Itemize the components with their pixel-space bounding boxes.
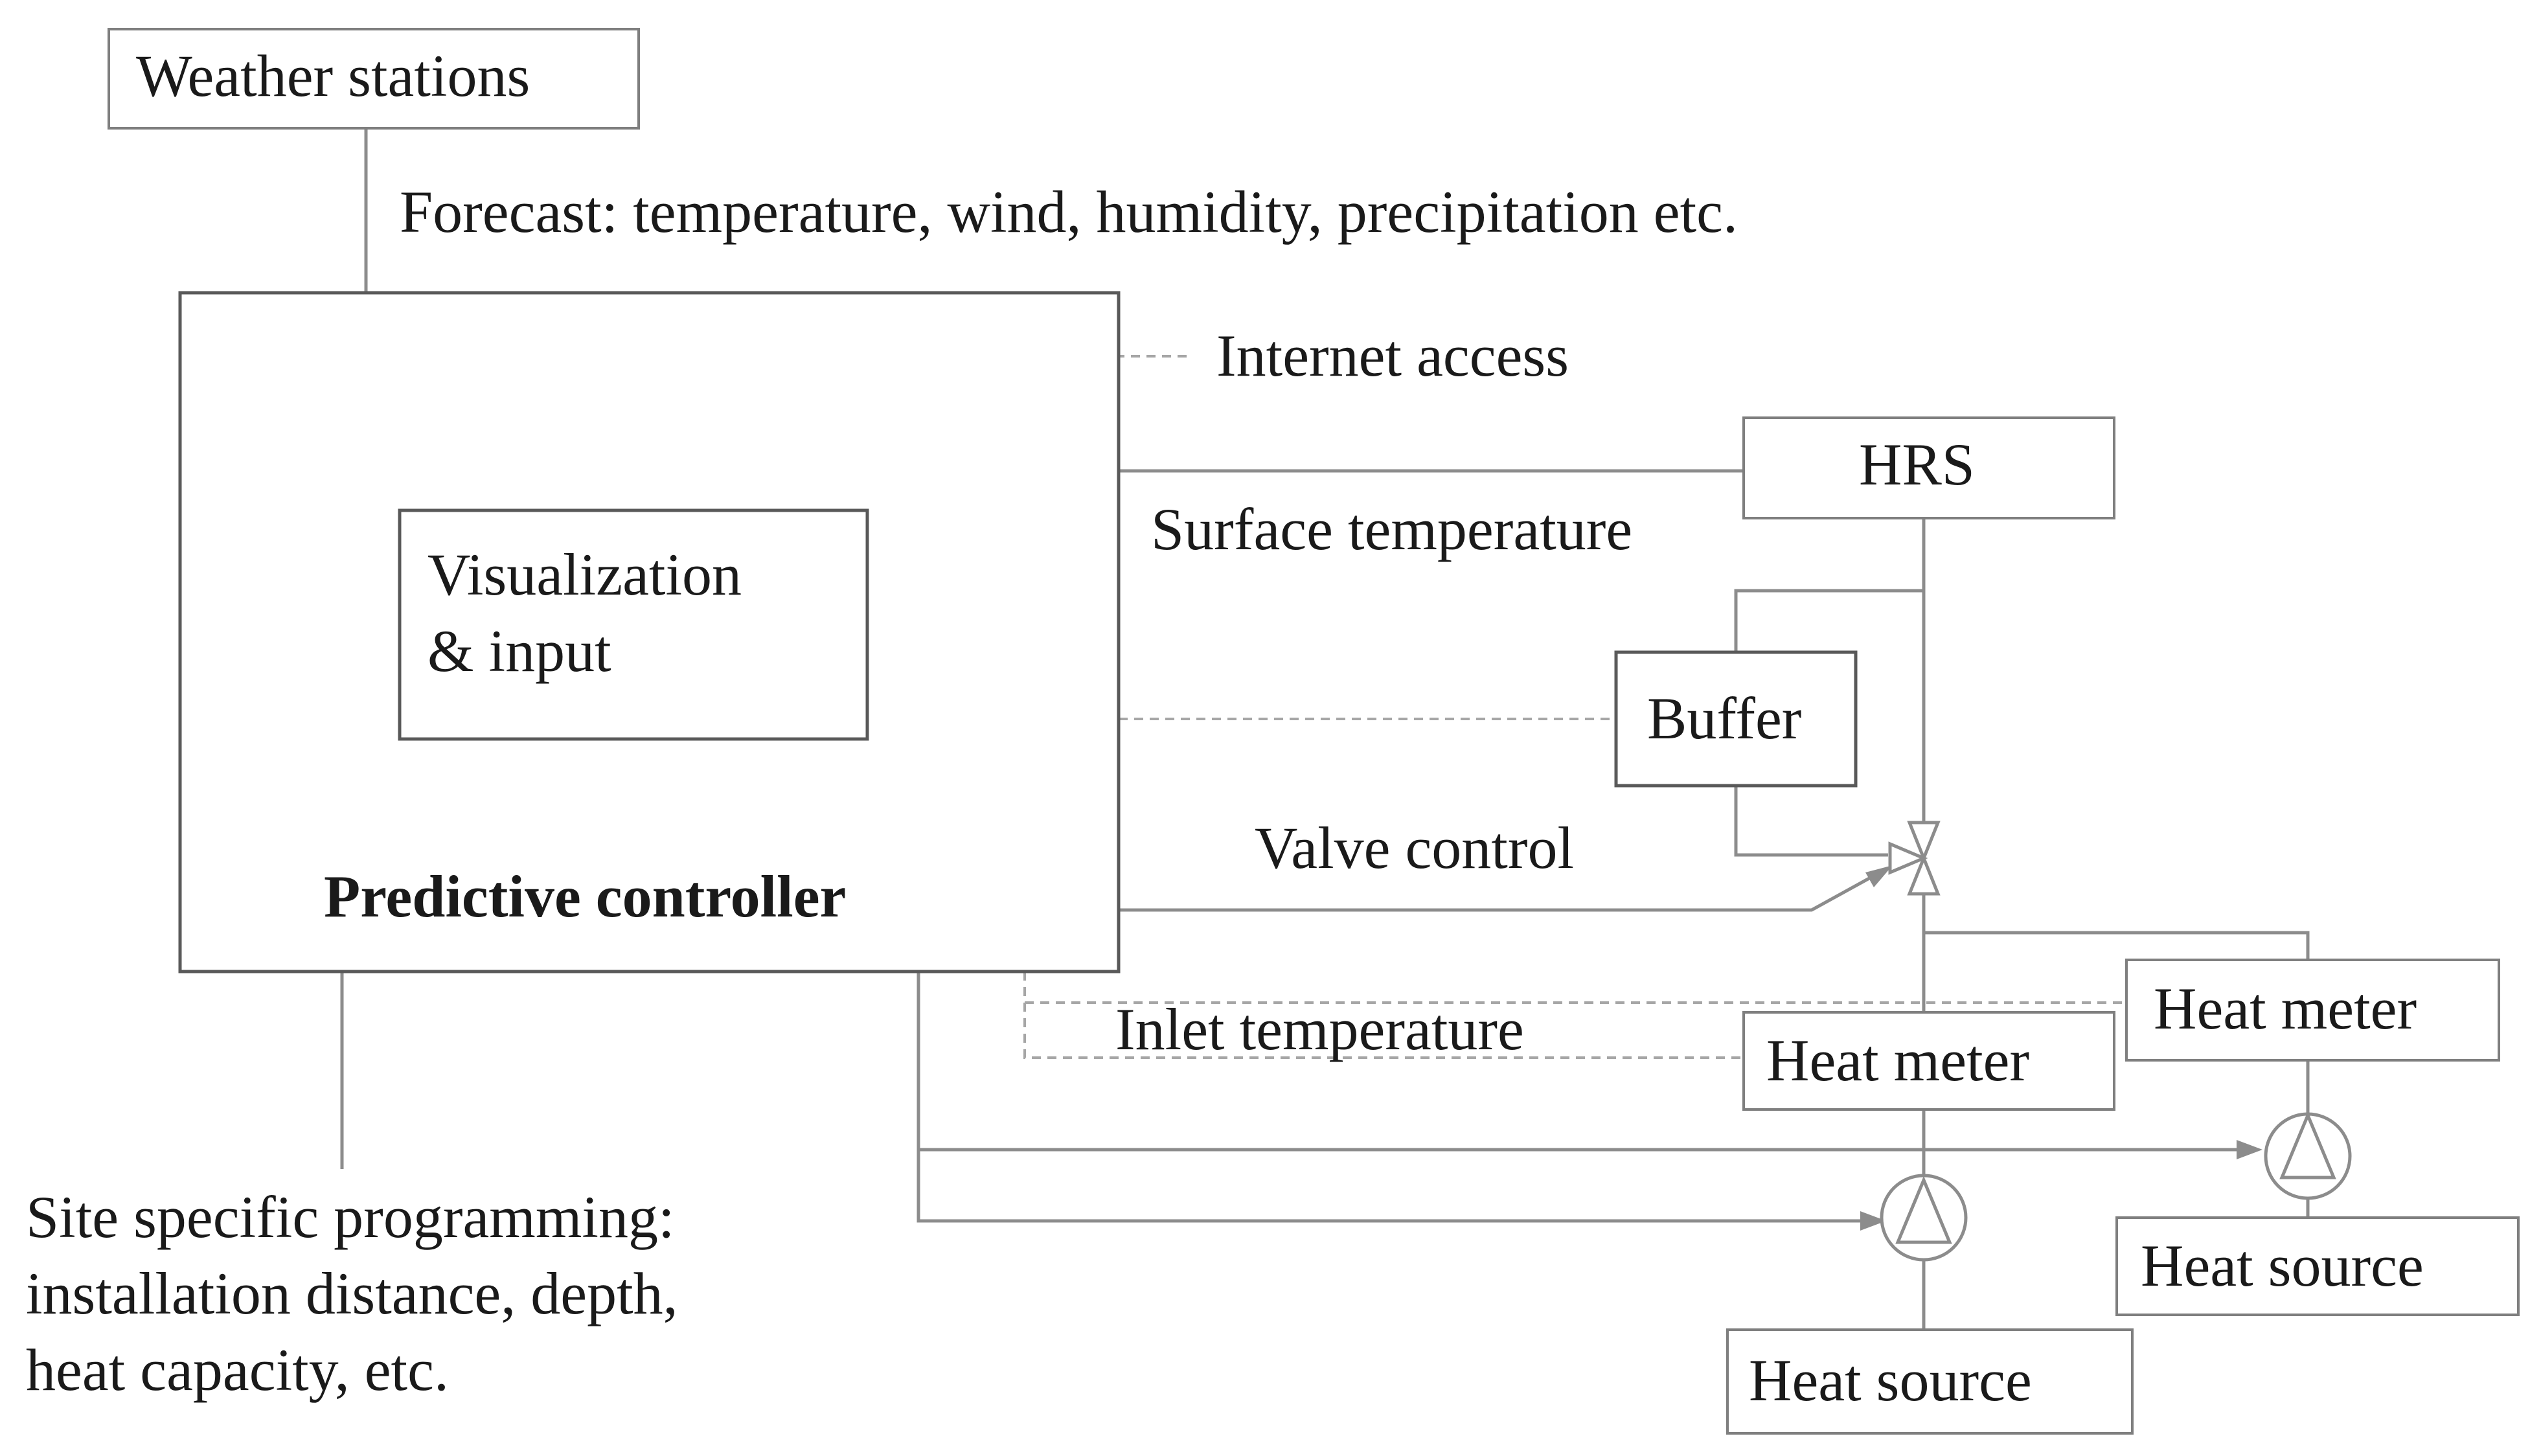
- heat-source-right-box: [2115, 1216, 2520, 1316]
- forecast-label: Forecast: temperature, wind, humidity, p…: [400, 179, 1738, 245]
- buffer-label: Buffer: [1647, 685, 1801, 751]
- inlet-temperature-link-left: [1023, 1003, 1744, 1059]
- buffer-bottom-pipe: [1734, 786, 1888, 857]
- heat-meter-left-box: [1742, 1011, 2115, 1111]
- heat-meter-right-label: Heat meter: [2154, 975, 2417, 1041]
- inlet-temperature-label: Inlet temperature: [1115, 996, 1524, 1062]
- heat-meter-right-box: [2125, 959, 2500, 1062]
- valve-control-line: [1119, 866, 1889, 912]
- internet-access-label: Internet access: [1216, 323, 1569, 389]
- predictive-controller-label: Predictive controller: [324, 863, 846, 929]
- heat-source-left-box: [1726, 1328, 2134, 1435]
- three-way-valve-icon: [1888, 821, 1941, 896]
- pump-right-icon: [2264, 1111, 2352, 1200]
- manifold-pipe: [1924, 931, 2310, 960]
- valve-control-arrowhead: [1865, 865, 1893, 887]
- valve-control-label: Valve control: [1255, 815, 1574, 881]
- site-programming-line3: heat capacity, etc.: [26, 1337, 449, 1403]
- site-programming-line2: installation distance, depth,: [26, 1260, 678, 1326]
- pump-left-icon: [1880, 1174, 1968, 1262]
- site-programming-line1: Site specific programming:: [26, 1184, 675, 1250]
- hrs-box: [1742, 416, 2115, 519]
- pump-control-arrowhead-right: [2237, 1140, 2262, 1159]
- visualization-label-line1: Visualization: [427, 541, 742, 608]
- weather-stations-box: [108, 28, 640, 130]
- visualization-input-box: [398, 508, 869, 741]
- surface-temperature-label: Surface temperature: [1151, 496, 1632, 562]
- pump-control-line-left: [917, 972, 1876, 1223]
- heat-source-left-label: Heat source: [1749, 1347, 2032, 1413]
- weather-stations-label: Weather stations: [136, 43, 530, 109]
- hrs-label: HRS: [1859, 431, 1975, 497]
- buffer-top-pipe: [1734, 589, 1924, 652]
- buffer-box: [1614, 650, 1858, 788]
- pump-control-arrowhead-left: [1860, 1211, 1886, 1231]
- heat-source-right-label: Heat source: [2141, 1233, 2424, 1299]
- heat-meter-left-label: Heat meter: [1766, 1027, 2029, 1093]
- visualization-label-line2: & input: [427, 618, 611, 684]
